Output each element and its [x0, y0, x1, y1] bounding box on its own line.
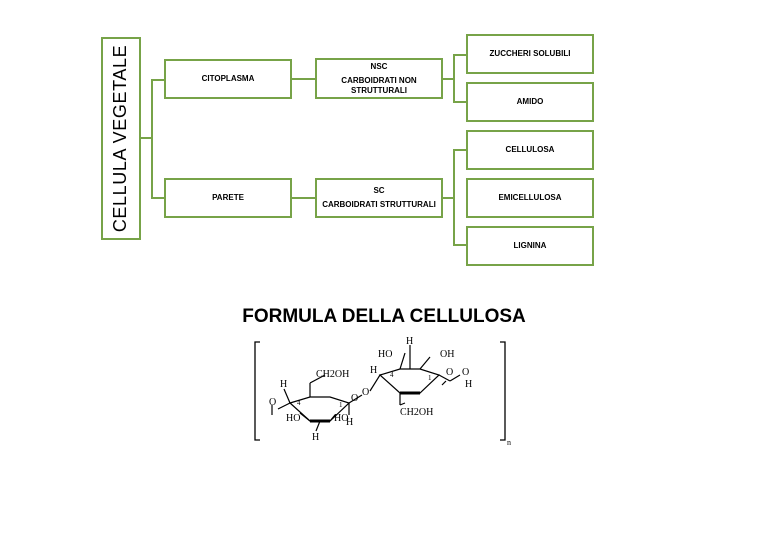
bond	[329, 414, 336, 422]
atom-label: 4	[297, 399, 301, 407]
atom-label: CH2OH	[316, 369, 349, 380]
box-zuccheri-solubili: ZUCCHERI SOLUBILI	[466, 34, 594, 74]
connector	[151, 79, 165, 81]
atom-label: H	[312, 432, 319, 443]
root-label: CELLULA VEGETALE	[110, 44, 131, 233]
connector	[453, 54, 467, 56]
connector	[151, 79, 153, 199]
connector	[443, 197, 455, 199]
label-zuccheri-solubili: ZUCCHERI SOLUBILI	[489, 49, 571, 58]
atom-label: H	[406, 336, 413, 347]
bond	[441, 380, 447, 386]
atom-label: O	[462, 367, 469, 378]
atom-label: HO	[378, 349, 392, 360]
label-lignina: LIGNINA	[513, 241, 547, 250]
cellulose-formula: H HO OH H 4 O 1 H O H CH2OH O O 4 1 HO H…	[254, 336, 511, 447]
box-lignina: LIGNINA	[466, 226, 594, 266]
atom-label: O	[362, 387, 369, 398]
atom-label: O	[351, 393, 358, 404]
bond	[348, 394, 363, 404]
atom-label: 1	[428, 374, 432, 382]
label-sc-abbr: SC	[373, 186, 385, 195]
left-bracket	[254, 341, 260, 441]
connector	[453, 149, 467, 151]
connector	[453, 244, 467, 246]
connector	[453, 149, 455, 246]
label-nsc-full: CARBOIDRATI NON STRUTTURALI	[341, 75, 417, 95]
atom-label: H	[280, 379, 287, 390]
atom-label: OH	[440, 349, 454, 360]
box-parete: PARETE	[164, 178, 292, 218]
atom-label: H	[346, 417, 353, 428]
connector	[443, 78, 455, 80]
bond	[309, 374, 326, 384]
atom-label: H	[370, 365, 377, 376]
bond	[277, 402, 291, 410]
label-cellulosa: CELLULOSA	[505, 145, 555, 154]
atom-label: 4	[390, 371, 394, 379]
bond	[283, 388, 291, 404]
atom-label: HO	[286, 413, 300, 424]
bond	[438, 374, 451, 382]
bond	[315, 420, 321, 432]
bond	[369, 374, 381, 392]
atom-label: n	[507, 438, 511, 447]
label-citoplasma: CITOPLASMA	[201, 74, 255, 83]
atom-label: O	[269, 397, 276, 408]
connector	[292, 78, 316, 80]
box-citoplasma: CITOPLASMA	[164, 59, 292, 99]
connector	[151, 197, 165, 199]
bond	[399, 352, 406, 370]
atom-label: CH2OH	[400, 407, 433, 418]
label-sc-full: CARBOIDRATI STRUTTURALI	[322, 200, 436, 209]
box-amido: AMIDO	[466, 82, 594, 122]
label-parete: PARETE	[212, 193, 244, 202]
box-emicellulosa: EMICELLULOSA	[466, 178, 594, 218]
label-amido: AMIDO	[516, 97, 544, 106]
label-emicellulosa: EMICELLULOSA	[498, 193, 562, 202]
connector	[453, 101, 467, 103]
box-cellulosa: CELLULOSA	[466, 130, 594, 170]
atom-label: HO	[334, 413, 348, 424]
connector	[292, 197, 316, 199]
atom-label: 1	[339, 401, 343, 409]
box-nsc: NSC CARBOIDRATI NON STRUTTURALI	[315, 58, 443, 99]
bond	[299, 412, 311, 422]
atom-label: H	[465, 379, 472, 390]
bond	[449, 374, 461, 382]
bond	[419, 356, 431, 370]
right-bracket	[500, 341, 506, 441]
label-nsc-abbr: NSC	[370, 61, 388, 71]
connector	[453, 54, 455, 103]
connector	[141, 137, 153, 139]
box-sc: SC CARBOIDRATI STRUTTURALI	[315, 178, 443, 218]
atom-label: O	[446, 367, 453, 378]
root-box-cellula-vegetale: CELLULA VEGETALE	[101, 37, 141, 240]
bond	[399, 402, 406, 406]
formula-title: FORMULA DELLA CELLULOSA	[242, 306, 526, 327]
